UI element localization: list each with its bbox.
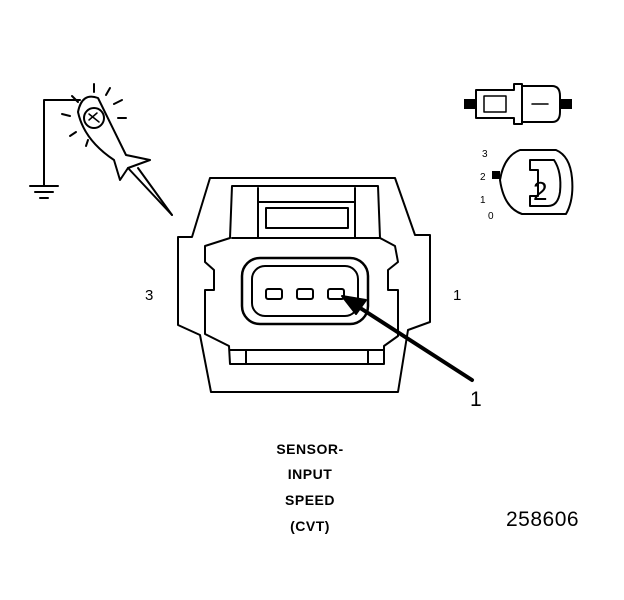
mating-connector-icon <box>464 83 572 125</box>
lock-position-3: 3 <box>482 149 488 160</box>
connector-face <box>177 177 431 393</box>
terminal-2 <box>296 288 314 300</box>
terminal-callout-label: 1 <box>470 388 482 411</box>
terminal-1 <box>327 288 345 300</box>
test-probe-icon <box>29 83 173 216</box>
terminal-3 <box>265 288 283 300</box>
lock-tab-icon <box>492 149 574 215</box>
lock-tab-callout-label: 2 <box>533 176 547 206</box>
caption-line-3: SPEED <box>285 492 335 508</box>
side-label-left: 3 <box>145 287 153 304</box>
figure-number: 258606 <box>506 508 580 531</box>
caption-line-1: SENSOR- <box>276 441 344 457</box>
caption-line-2: INPUT <box>287 466 333 482</box>
lock-position-0: 0 <box>488 211 494 222</box>
caption-line-4: (CVT) <box>290 518 330 534</box>
side-label-right: 1 <box>453 287 461 304</box>
lock-position-2: 2 <box>480 172 486 183</box>
terminal-callout-arrow <box>341 295 474 382</box>
lock-position-1: 1 <box>480 195 486 206</box>
